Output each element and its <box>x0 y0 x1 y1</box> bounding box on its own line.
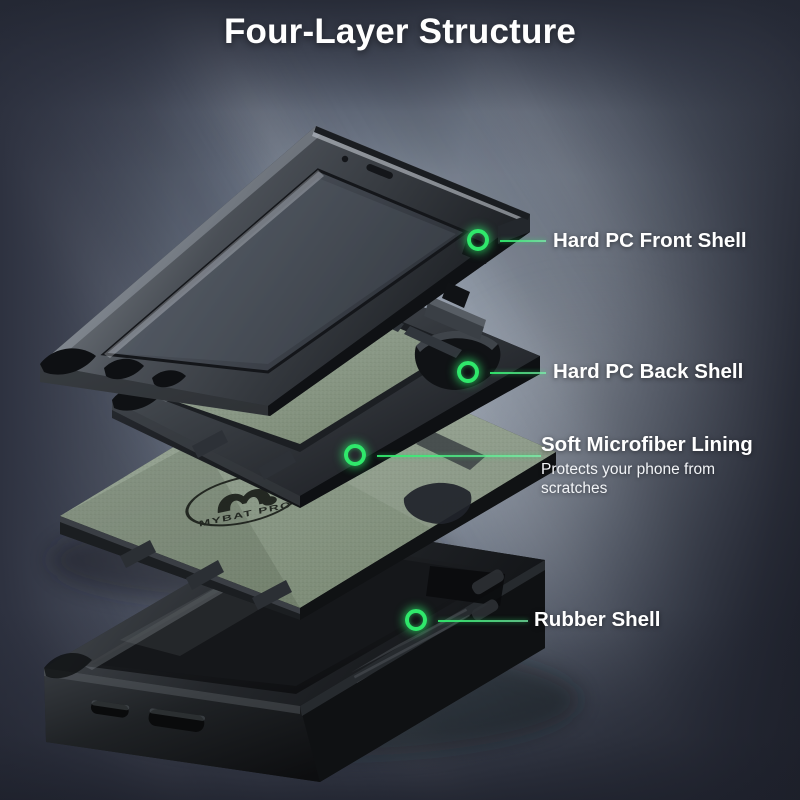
page-title: Four-Layer Structure <box>223 12 577 51</box>
layer-hard-pc-front-shell <box>40 126 530 416</box>
callout-label: Hard PC Back Shell <box>553 360 744 384</box>
callout-leader-line <box>490 372 546 374</box>
target-ring-icon <box>344 444 366 466</box>
callout-subtitle: Protects your phone from scratches <box>541 460 716 498</box>
microfiber-panel-tabs <box>120 540 292 610</box>
callout-leader-line <box>377 455 541 457</box>
callout-leader-line <box>500 240 546 242</box>
callout-label: Hard PC Front Shell <box>553 229 747 253</box>
callout-title: Hard PC Back Shell <box>553 360 744 383</box>
target-ring-icon <box>467 229 489 251</box>
layer-rubber-shell <box>44 520 545 782</box>
target-ring-icon <box>457 361 479 383</box>
target-ring-icon <box>405 609 427 631</box>
callout-title: Rubber Shell <box>534 608 661 631</box>
rubber-shell-buttons <box>471 569 504 621</box>
callout-title: Soft Microfiber Lining <box>541 433 753 456</box>
front-shell-scallops <box>40 348 186 388</box>
rubber-shell-ports <box>90 700 206 732</box>
microfiber-panel-cutouts <box>403 430 486 524</box>
callout-leader-line <box>438 620 528 622</box>
callout-title: Hard PC Front Shell <box>553 229 747 252</box>
callout-label: Soft Microfiber Lining Protects your pho… <box>541 433 753 499</box>
callout-label: Rubber Shell <box>534 608 661 632</box>
